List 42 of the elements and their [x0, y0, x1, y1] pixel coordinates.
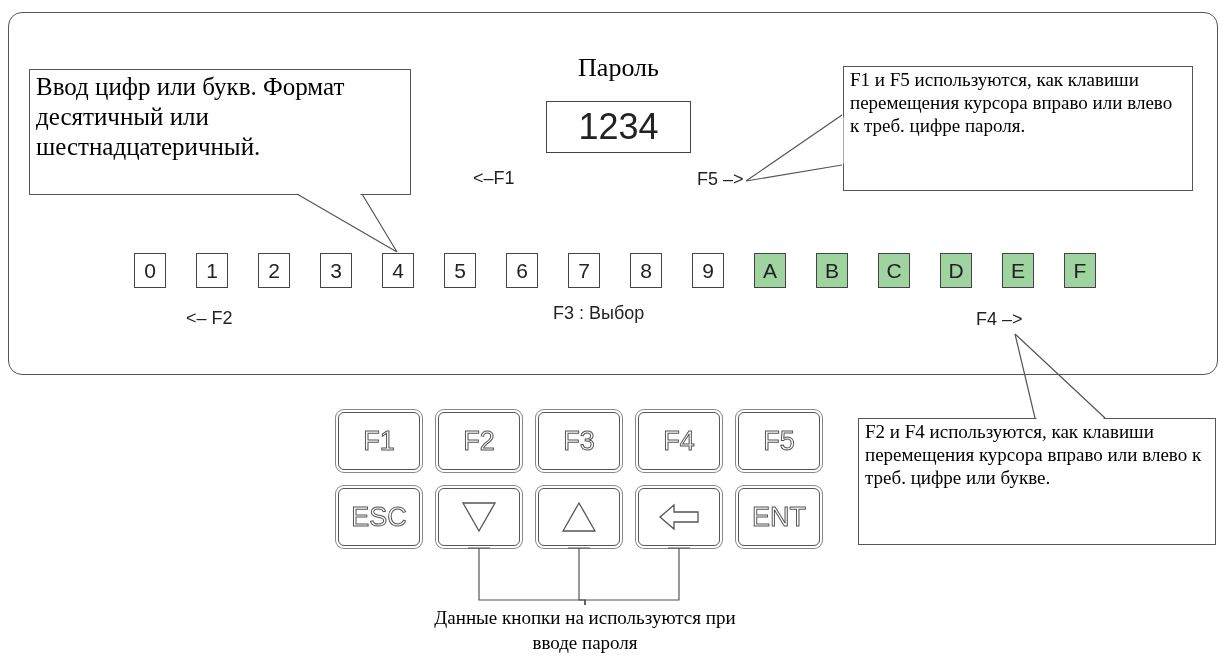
character-cell: 9	[692, 253, 724, 288]
character-cell: 0	[134, 253, 166, 288]
callout-box: Ввод цифр или букв. Формат десятичный или шестнадцатеричный.	[29, 69, 411, 195]
bracket-line	[584, 547, 691, 606]
character-cell: 3	[320, 253, 352, 288]
key-hint: <– F2	[186, 308, 233, 329]
character-cell: C	[878, 253, 910, 288]
character-cell: 2	[258, 253, 290, 288]
callout-pointer	[1014, 333, 1106, 419]
callout-box: F1 и F5 используются, как клавиши перемещения курсора вправо или влево к треб. цифре пароля.	[843, 66, 1193, 191]
display-screen	[8, 12, 1218, 375]
character-cell: A	[754, 253, 786, 288]
character-cell: 6	[506, 253, 538, 288]
character-cell: 7	[568, 253, 600, 288]
note-text: Данные кнопки на используются при вводе пароля	[420, 606, 750, 662]
key-hint: F3 : Выбор	[553, 303, 645, 324]
character-cell: B	[816, 253, 848, 288]
callout-pointer	[296, 193, 398, 253]
key-hint: F5 –>	[697, 169, 747, 195]
callout-box: F2 и F4 используются, как клавиши перемещения курсора вправо или влево к треб. цифре или букве.	[858, 418, 1216, 545]
character-cell: 5	[444, 253, 476, 288]
character-cell: 4	[382, 253, 414, 288]
keypad-key	[638, 488, 720, 546]
keypad-key: F1	[338, 412, 420, 470]
keypad-key	[538, 488, 620, 546]
character-cell: 8	[630, 253, 662, 288]
keypad-key: F4	[638, 412, 720, 470]
keypad-key: F2	[438, 412, 520, 470]
password-heading: Пароль	[577, 53, 660, 83]
key-hint: F4 –>	[976, 309, 1026, 335]
keypad-key: F5	[738, 412, 820, 470]
keypad-key: ESC	[338, 488, 420, 546]
password-field: 1234	[546, 101, 691, 153]
keypad-key	[438, 488, 520, 546]
keypad-key: F3	[538, 412, 620, 470]
character-cell: F	[1064, 253, 1096, 288]
character-cell: 1	[196, 253, 228, 288]
character-cell: E	[1002, 253, 1034, 288]
keypad-key: ENT	[738, 488, 820, 546]
character-cell: D	[940, 253, 972, 288]
callout-pointer	[745, 114, 843, 182]
key-hint: <–F1	[473, 168, 515, 189]
